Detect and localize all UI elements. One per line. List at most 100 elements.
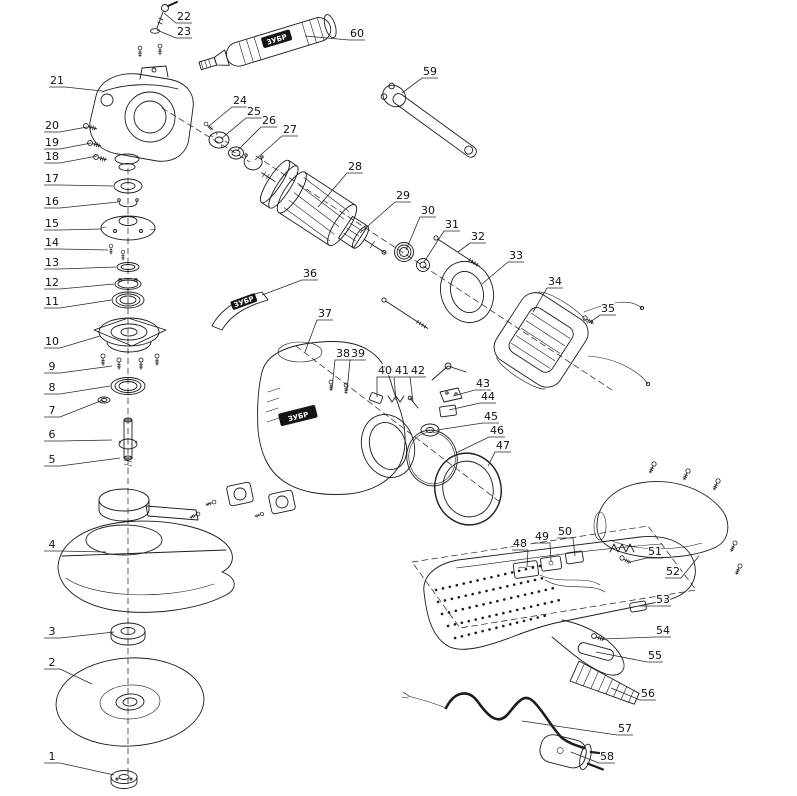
callout-2: 2 (44, 655, 93, 685)
leader-line (452, 389, 491, 397)
callout-29: 29 (359, 188, 411, 234)
part-number-4: 4 (49, 538, 56, 551)
switch-parts (512, 543, 647, 661)
leader-line (44, 248, 109, 251)
part-number-7: 7 (49, 404, 56, 417)
callout-3: 3 (44, 624, 115, 639)
part-number-12: 12 (45, 276, 59, 289)
callout-6: 6 (44, 427, 113, 442)
brand-logo-text: ЗУБР (233, 295, 255, 310)
screw (92, 153, 108, 163)
screw (253, 511, 265, 519)
exploded-drawing: ЗУБР (55, 1, 744, 789)
leader-line (44, 155, 98, 164)
leader-line (331, 359, 351, 390)
leader-line (44, 266, 117, 270)
part-number-39: 39 (351, 347, 365, 360)
gear-head-housing (82, 43, 194, 171)
part-number-3: 3 (49, 625, 56, 638)
leader-line (304, 319, 333, 353)
leader-line (44, 762, 115, 776)
part-number-9: 9 (49, 360, 56, 373)
callout-59: 59 (401, 64, 438, 94)
construction-lines (127, 107, 697, 789)
pin-wrench (380, 82, 477, 158)
callout-33: 33 (481, 248, 524, 285)
callout-13: 13 (44, 255, 117, 270)
screw (116, 357, 122, 370)
callout-45: 45 (436, 409, 499, 431)
rear-housing-top (593, 460, 744, 576)
part-number-41: 41 (395, 364, 409, 377)
callout-44: 44 (448, 389, 496, 411)
callout-10: 10 (44, 334, 101, 349)
part-number-38: 38 (336, 347, 350, 360)
callout-40: 40 (376, 363, 393, 397)
callout-25: 25 (220, 104, 262, 140)
callout-layer: 1234567891011121314151617181920212223242… (44, 9, 700, 776)
screw (733, 562, 744, 576)
brand-badge (230, 293, 258, 310)
part-number-14: 14 (45, 236, 59, 249)
leader-line (49, 86, 103, 92)
screw (204, 499, 217, 508)
leader-line (44, 439, 113, 442)
callout-55: 55 (595, 648, 663, 663)
callout-37: 37 (304, 306, 333, 353)
leader-line (570, 751, 615, 764)
leader-line (601, 636, 671, 640)
callout-1: 1 (44, 749, 115, 776)
callout-22: 22 (163, 9, 192, 24)
callout-26: 26 (236, 113, 277, 152)
part-number-27: 27 (283, 123, 297, 136)
part-number-25: 25 (247, 105, 261, 118)
callout-9: 9 (44, 359, 113, 374)
callout-38: 38 (331, 346, 351, 390)
callout-14: 14 (44, 235, 109, 251)
part-number-31: 31 (445, 218, 459, 231)
screw (86, 139, 102, 149)
callout-49: 49 (534, 529, 552, 563)
leader-line (44, 228, 102, 231)
callout-47: 47 (487, 438, 511, 467)
callout-57: 57 (521, 720, 633, 736)
part-number-22: 22 (177, 10, 191, 23)
part-number-56: 56 (641, 687, 655, 700)
part-number-13: 13 (45, 256, 59, 269)
brand-logo-text: ЗУБР (266, 33, 288, 47)
leader-line (455, 436, 505, 454)
callout-60: 60 (304, 26, 365, 41)
leader-line (44, 385, 111, 395)
part-number-36: 36 (303, 267, 317, 280)
part-number-5: 5 (49, 453, 56, 466)
armature (259, 159, 387, 255)
part-number-26: 26 (262, 114, 276, 127)
leader-line (595, 651, 663, 663)
leader-line (376, 376, 393, 397)
callout-41: 41 (393, 363, 410, 401)
part-number-29: 29 (396, 189, 410, 202)
leader-line (254, 135, 298, 161)
part-number-47: 47 (496, 439, 510, 452)
screw (100, 353, 106, 366)
screw (137, 45, 143, 58)
part-number-30: 30 (421, 204, 435, 217)
callout-50: 50 (557, 524, 576, 557)
callout-32: 32 (457, 229, 486, 253)
part-number-23: 23 (177, 25, 191, 38)
callout-28: 28 (317, 159, 363, 208)
side-handle: ЗУБР (198, 14, 337, 71)
callout-51: 51 (629, 544, 663, 563)
brand-badge (261, 29, 293, 49)
part-number-35: 35 (601, 302, 615, 315)
callout-56: 56 (610, 686, 656, 701)
callout-35: 35 (588, 301, 616, 324)
leader-line (557, 537, 576, 557)
leader-line (346, 359, 366, 392)
clamp-nut (110, 770, 138, 789)
part-number-15: 15 (45, 217, 59, 230)
part-number-19: 19 (45, 136, 59, 149)
power-plug (539, 734, 608, 771)
callout-36: 36 (261, 266, 318, 296)
